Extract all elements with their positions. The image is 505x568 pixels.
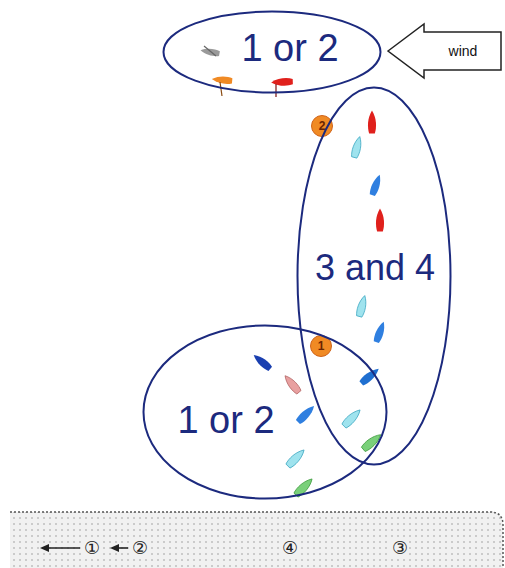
callout-number: ③	[391, 539, 409, 557]
boat	[368, 111, 376, 134]
callout-number: ①	[83, 539, 101, 557]
group-ellipse-shape	[298, 88, 451, 465]
mark-buoy: 2	[311, 115, 333, 137]
callout-number: ②	[131, 539, 149, 557]
group-label: 3 and 4	[315, 250, 435, 286]
direction-arrow	[46, 547, 80, 549]
boat	[295, 403, 317, 425]
wind-arrow: wind	[386, 22, 503, 80]
wind-arrow-outline	[386, 22, 503, 80]
boat	[212, 76, 233, 85]
group-label: 1 or 2	[177, 401, 274, 439]
mark-number: 2	[319, 120, 326, 132]
group-ellipse: 1 or 2	[162, 10, 382, 94]
boat	[341, 407, 363, 429]
group-label: 1 or 2	[241, 29, 338, 67]
shore-line	[10, 512, 503, 568]
boat-sail	[204, 46, 216, 56]
boat	[356, 295, 369, 318]
group-ellipse: 1 or 2	[142, 324, 388, 500]
boat	[282, 373, 302, 394]
mark-number: 1	[318, 340, 325, 352]
group-ellipse-shape	[164, 12, 381, 93]
boat	[200, 47, 220, 57]
wind-label: wind	[449, 44, 478, 58]
mark-buoy-shape	[312, 116, 333, 137]
wind-arrow-shape	[388, 24, 501, 78]
group-ellipse: 3 and 4	[296, 86, 452, 466]
boat	[376, 209, 384, 232]
shore-band	[10, 512, 503, 568]
boat-sail	[275, 84, 276, 97]
boat	[369, 174, 384, 197]
callout-number: ④	[281, 539, 299, 557]
boat	[351, 136, 364, 159]
boat	[373, 321, 388, 344]
shore-texture	[10, 512, 503, 568]
boat	[285, 447, 307, 469]
boat	[251, 352, 272, 372]
group-ellipse-shape	[144, 326, 387, 499]
arrow-head	[40, 544, 49, 552]
arrow-head	[110, 544, 119, 552]
boat	[271, 78, 293, 86]
